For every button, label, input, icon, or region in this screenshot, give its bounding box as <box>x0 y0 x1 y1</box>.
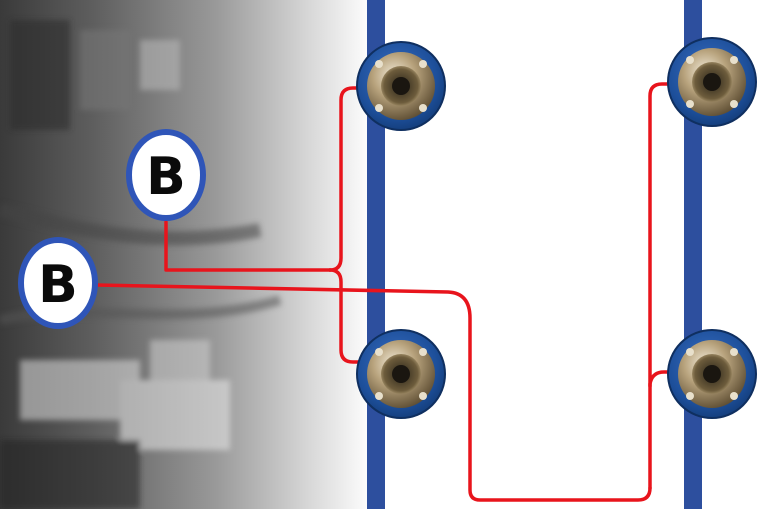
wire-b1 <box>164 220 332 272</box>
connector-right-top <box>667 37 757 127</box>
badge-b-lower: B <box>18 237 98 329</box>
wire-b2 <box>94 283 652 502</box>
wires <box>94 82 684 502</box>
wire-bottom-left <box>328 268 372 364</box>
connector-right-bottom <box>667 329 757 419</box>
wire-right-trunk <box>648 82 684 490</box>
badge-b-upper: B <box>126 129 206 221</box>
badge-b-upper-label: B <box>146 147 186 207</box>
connector-left-top <box>356 41 446 131</box>
wire-right-bottom <box>648 370 684 388</box>
wire-top-left <box>328 86 372 272</box>
connector-left-bottom <box>356 329 446 419</box>
badge-b-lower-label: B <box>38 255 78 315</box>
